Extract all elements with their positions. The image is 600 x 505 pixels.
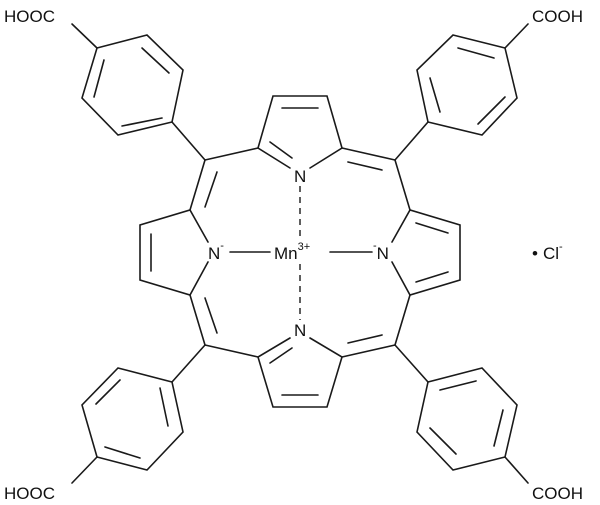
n-right-charge: - [373, 240, 377, 252]
atom-label-n-right: -N [373, 240, 389, 263]
phenyl-ring-bottom-right [394, 344, 529, 484]
phenyl-ring-top-left [71, 23, 206, 161]
pyrrole-bottom [204, 334, 396, 408]
phenyl-ring-bottom-left [71, 344, 206, 484]
counterion-charge: - [559, 241, 563, 253]
metal-symbol: Mn [274, 244, 298, 263]
n-left-symbol: N [208, 244, 220, 263]
metal-label: Mn3+ [274, 241, 310, 263]
pyrrole-top [204, 95, 396, 171]
pyrrole-left [139, 159, 218, 346]
metal-charge: 3+ [298, 241, 311, 253]
counterion-label: • Cl- [532, 241, 563, 263]
atom-label-n-top: N [294, 167, 306, 186]
cooh-label-top-left: HOOC [4, 7, 55, 26]
counterion-dot: • [532, 244, 538, 263]
atom-label-n-left: N- [208, 240, 224, 263]
n-right-symbol: N [377, 244, 389, 263]
n-left-charge: - [220, 240, 224, 252]
pyrrole-right [391, 159, 461, 346]
phenyl-ring-top-right [394, 23, 529, 161]
cooh-label-bottom-left: HOOC [4, 484, 55, 503]
cooh-label-bottom-right: COOH [532, 484, 583, 503]
atom-label-n-bottom: N [294, 321, 306, 340]
counterion-symbol: Cl [543, 244, 559, 263]
coordination-bonds [229, 186, 373, 320]
cooh-label-top-right: COOH [532, 7, 583, 26]
